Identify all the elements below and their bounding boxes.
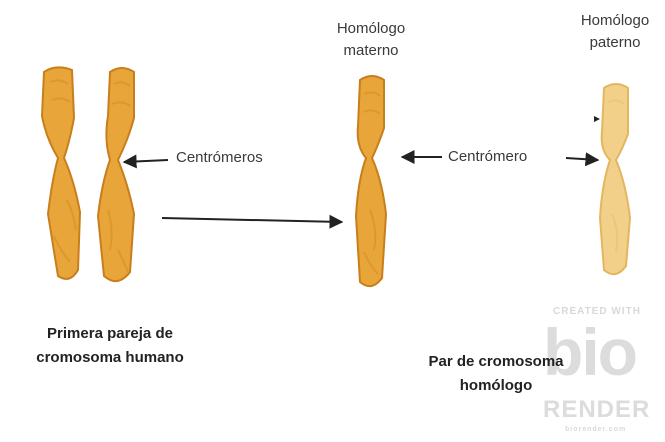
- caption-left-line1: Primera pareja de: [47, 325, 173, 342]
- caption-left-line2: cromosoma humano: [36, 349, 184, 366]
- small-mark: [594, 116, 600, 122]
- arrow-transform: [161, 214, 344, 229]
- watermark-created-with: CREATED WITH: [553, 306, 641, 317]
- label-maternal: Homólogo materno: [336, 18, 406, 62]
- caption-right: Par de cromosoma homólogo: [396, 350, 596, 398]
- label-maternal-line2: materno: [343, 42, 399, 59]
- label-centromeres: Centrómeros: [176, 149, 263, 166]
- label-maternal-line1: Homólogo: [336, 20, 406, 37]
- chromosome-left-2: [96, 67, 136, 283]
- caption-left: Primera pareja de cromosoma humano: [10, 322, 210, 370]
- arrow-centromere-paternal: [565, 152, 600, 167]
- chromosome-paternal: [598, 83, 632, 276]
- caption-right-line1: Par de cromosoma: [428, 353, 564, 370]
- chromosome-left-1: [40, 66, 82, 280]
- watermark-site: biorender.com: [565, 426, 627, 433]
- label-paternal-line1: Homólogo: [580, 12, 650, 29]
- biorender-watermark: CREATED WITH bio RENDER biorender.com: [535, 300, 665, 442]
- caption-right-line2: homólogo: [459, 377, 533, 394]
- chromosome-maternal: [354, 75, 388, 288]
- watermark-logo: bio: [543, 315, 638, 389]
- label-paternal: Homólogo paterno: [572, 10, 658, 54]
- label-paternal-line2: paterno: [589, 34, 641, 51]
- arrow-centromeres: [122, 154, 169, 169]
- watermark-render: RENDER: [543, 396, 651, 423]
- label-centromere: Centrómero: [448, 148, 528, 165]
